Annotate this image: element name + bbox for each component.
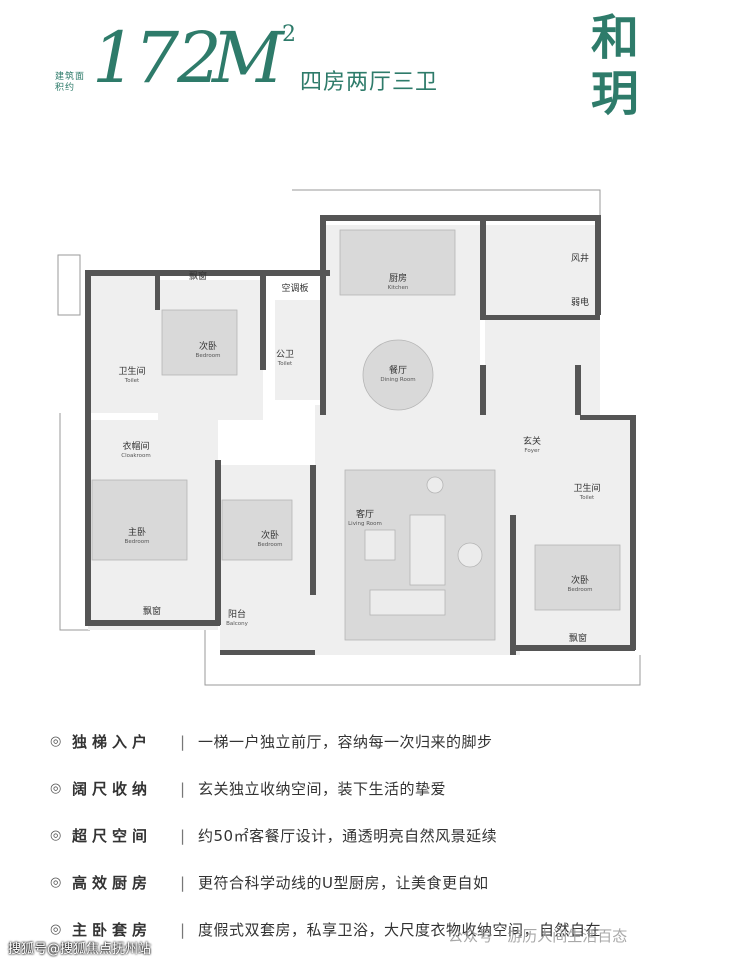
feature-description: 一梯一户独立前厅，容纳每一次归来的脚步 <box>198 733 493 751</box>
feature-description: 玄关独立收纳空间，装下生活的挚爱 <box>198 780 447 798</box>
feature-row: ◎ 超尺空间 | 约50㎡客餐厅设计，通透明亮自然风景延续 <box>50 822 700 850</box>
feature-separator: | <box>180 827 186 845</box>
room-label: 阳台 <box>228 608 246 620</box>
feature-separator: | <box>180 733 186 751</box>
room-label: 玄关 <box>523 435 541 447</box>
room-label: 风井 <box>571 252 589 264</box>
room-label: 厨房 <box>389 272 407 284</box>
watermark-right: 公众号 · 游历人间生活百态 <box>448 927 628 945</box>
feature-title: 独梯入户 <box>72 733 153 751</box>
room-sublabel: Bedroom <box>568 587 593 593</box>
bullet-icon: ◎ <box>50 734 62 749</box>
room-label: 餐厅 <box>389 364 407 376</box>
room-sublabel: Balcony <box>226 621 249 627</box>
room-sublabel: Bedroom <box>196 353 221 359</box>
watermark-left: 搜狐号@搜狐焦点抚州站 <box>8 942 152 957</box>
feature-row: ◎ 独梯入户 | 一梯一户独立前厅，容纳每一次归来的脚步 <box>50 728 700 756</box>
feature-title: 主卧套房 <box>72 921 153 939</box>
feature-title: 超尺空间 <box>72 827 153 845</box>
header: 建筑面积约 172 M 2 四房两厅三卫 和玥 <box>0 0 740 180</box>
room-label: 客厅 <box>356 508 374 520</box>
room-sublabel: Bedroom <box>258 542 283 548</box>
room-label: 卫生间 <box>118 365 145 377</box>
room-sublabel: Dining Room <box>380 377 415 383</box>
room-sublabel: Bedroom <box>125 539 150 545</box>
feature-description: 约50㎡客餐厅设计，通透明亮自然风景延续 <box>198 827 498 845</box>
room-label: 次卧 <box>571 574 589 586</box>
area-unit: M <box>212 17 284 99</box>
bullet-icon: ◎ <box>50 875 62 890</box>
feature-separator: | <box>180 921 186 939</box>
room-sublabel: Cloakroom <box>121 453 151 459</box>
room-sublabel: Kitchen <box>388 285 409 291</box>
room-label: 次卧 <box>261 529 279 541</box>
area-unit-superscript: 2 <box>282 22 296 47</box>
room-label: 空调板 <box>281 282 308 294</box>
feature-row: ◎ 主卧套房 | 度假式双套房，私享卫浴，大尺度衣物收纳空间，自然自在 <box>50 916 700 944</box>
feature-separator: | <box>180 874 186 892</box>
room-label: 衣帽间 <box>122 440 149 452</box>
bullet-icon: ◎ <box>50 781 62 796</box>
feature-description: 度假式双套房，私享卫浴，大尺度衣物收纳空间，自然自在 <box>198 921 602 939</box>
layout-type: 四房两厅三卫 <box>300 70 439 95</box>
bullet-icon: ◎ <box>50 828 62 843</box>
room-label: 次卧 <box>199 340 217 352</box>
room-label: 飘窗 <box>569 632 587 644</box>
feature-separator: | <box>180 780 186 798</box>
room-label: 弱电 <box>571 296 589 308</box>
project-name: 和玥 <box>590 10 639 122</box>
room-label: 飘窗 <box>189 270 207 282</box>
room-sublabel: Toilet <box>124 378 140 384</box>
feature-description: 更符合科学动线的U型厨房，让美食更自如 <box>198 874 489 892</box>
room-sublabel: Foyer <box>524 448 540 454</box>
feature-title: 高效厨房 <box>72 874 153 892</box>
room-label: 主卧 <box>128 526 146 538</box>
floor-plan: 飘窗 次卧 Bedroom 卫生间 Toilet 空调板 公卫 Toilet 厨… <box>57 189 641 686</box>
room-sublabel: Toilet <box>277 361 293 367</box>
feature-row: ◎ 阔尺收纳 | 玄关独立收纳空间，装下生活的挚爱 <box>50 775 700 803</box>
area-caption: 建筑面积约 <box>55 72 86 93</box>
room-sublabel: Living Room <box>348 521 382 527</box>
feature-row: ◎ 高效厨房 | 更符合科学动线的U型厨房，让美食更自如 <box>50 869 700 897</box>
area-number: 172 <box>92 17 222 99</box>
room-sublabel: Toilet <box>579 495 595 501</box>
bullet-icon: ◎ <box>50 922 62 937</box>
room-label: 公卫 <box>276 349 294 360</box>
room-label: 飘窗 <box>143 605 161 617</box>
room-label: 卫生间 <box>573 482 600 494</box>
feature-title: 阔尺收纳 <box>72 780 153 798</box>
